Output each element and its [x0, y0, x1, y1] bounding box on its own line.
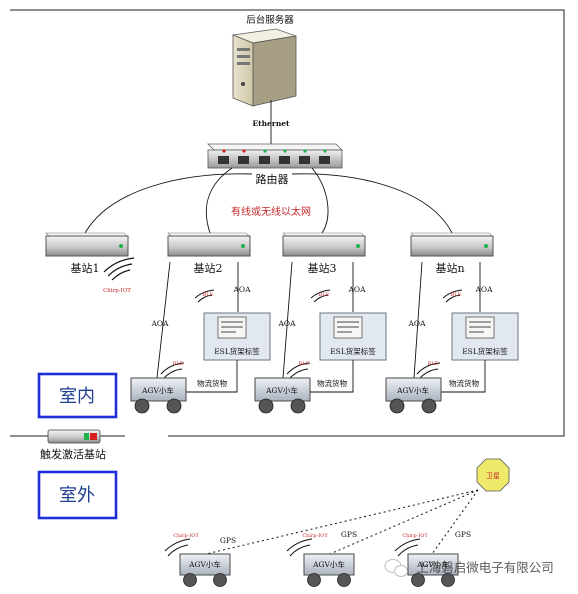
- satellite-label: 卫星: [486, 472, 500, 480]
- ethernet-label: Ethernet: [252, 119, 290, 128]
- aoa-label-agv-1: AOA: [151, 319, 170, 328]
- agv-outdoor-1: AGV小车: [179, 553, 231, 587]
- base-station-3: [282, 232, 366, 257]
- agv-indoor-3: AGV小车: [385, 377, 442, 414]
- chirp-label-outdoor-1: Chirp-IOT: [173, 533, 199, 539]
- esl-label-3: ESL货架标签: [462, 346, 508, 356]
- server-icon: [231, 28, 297, 107]
- chirp-label-outdoor-3: Chirp-IOT: [402, 533, 428, 539]
- router-label: 路由器: [256, 172, 289, 186]
- ble-label-esl-1: BLE: [203, 292, 214, 298]
- agv-outdoor-3: AGV小车: [407, 553, 459, 587]
- ble-label-esl-3: BLE: [451, 292, 462, 298]
- gps-label-3: GPS: [455, 530, 471, 539]
- cargo-link-2: [310, 360, 354, 393]
- server-label: 后台服务器: [246, 14, 294, 26]
- cargo-link-3: [441, 360, 486, 393]
- agv-indoor-1: AGV小车: [130, 377, 187, 414]
- ble-label-agv-1: BLE: [173, 361, 184, 367]
- gps-label-2: GPS: [341, 530, 357, 539]
- agv-label-indoor-1: AGV小车: [141, 385, 174, 395]
- aoa-label-esl-3: AOA: [475, 285, 494, 294]
- link-station-3: [311, 167, 329, 234]
- router-icon: [207, 143, 343, 169]
- chirp-label-outdoor-2: Chirp-IOT: [302, 533, 328, 539]
- ble-label-agv-2: BLE: [299, 361, 310, 367]
- zone-outdoor-label: 室外: [59, 485, 95, 506]
- agv-indoor-2: AGV小车: [254, 377, 311, 414]
- aoa-link-agv-2: [282, 261, 293, 379]
- aoa-label-esl-2: AOA: [348, 285, 367, 294]
- network-label: 有线或无线以太网: [231, 205, 311, 218]
- aoa-label-esl-1: AOA: [233, 285, 252, 294]
- ble-label-agv-3: BLE: [428, 361, 439, 367]
- aoa-label-agv-3: AOA: [408, 319, 427, 328]
- station-label-2: 基站2: [194, 261, 223, 275]
- ble-waves-agv-icon: [160, 362, 441, 379]
- satellite-icon: [476, 458, 510, 492]
- wireless-waves-icon: [103, 257, 135, 281]
- ble-waves-esl-icon: [194, 289, 463, 303]
- cargo-label-2: 物流货物: [317, 378, 347, 388]
- outdoor-waves-icon: [164, 538, 421, 557]
- gps-link-1: [205, 489, 479, 555]
- base-station-1: [45, 232, 129, 257]
- station-label-3: 基站3: [308, 261, 337, 275]
- esl-panel-1: ESL货架标签: [203, 312, 271, 361]
- base-station-n: [410, 232, 494, 257]
- agv-label-outdoor-2: AGV小车: [312, 559, 345, 569]
- zone-indoor: [37, 372, 118, 419]
- station-label-1: 基站1: [71, 261, 100, 275]
- chirp-label: Chirp-IOT: [103, 288, 131, 294]
- base-station-2: [167, 232, 251, 257]
- cargo-label-1: 物流货物: [197, 378, 227, 388]
- esl-label-1: ESL货架标签: [214, 346, 260, 356]
- cargo-link-1: [186, 360, 238, 393]
- wechat-icon: [384, 559, 408, 577]
- esl-panel-2: ESL货架标签: [319, 312, 387, 361]
- trigger-station-label: 触发激活基站: [40, 447, 106, 461]
- ble-label-esl-2: BLE: [319, 292, 330, 298]
- link-station-1: [84, 173, 253, 234]
- esl-label-2: ESL货架标签: [330, 346, 376, 356]
- aoa-link-agv-3: [413, 261, 423, 379]
- agv-label-indoor-3: AGV小车: [396, 385, 429, 395]
- agv-outdoor-2: AGV小车: [303, 553, 355, 587]
- station-label-n: 基站n: [435, 261, 464, 275]
- gps-link-2: [329, 489, 479, 555]
- agv-label-outdoor-1: AGV小车: [188, 559, 221, 569]
- link-station-n: [291, 173, 453, 234]
- cargo-label-3: 物流货物: [449, 378, 479, 388]
- aoa-link-agv-1: [156, 261, 171, 379]
- gps-label-1: GPS: [220, 536, 236, 545]
- link-station-2: [205, 167, 233, 234]
- watermark-text: 上海磐启微电子有限公司: [416, 560, 554, 575]
- agv-label-outdoor-3: AGV小车: [416, 559, 449, 569]
- zone-indoor-label: 室内: [59, 386, 95, 407]
- zone-outdoor: [37, 470, 118, 520]
- trigger-station-icon: [47, 429, 101, 444]
- aoa-label-agv-2: AOA: [278, 319, 297, 328]
- esl-panel-3: ESL货架标签: [451, 312, 519, 361]
- gps-link-3: [431, 489, 479, 555]
- agv-label-indoor-2: AGV小车: [265, 385, 298, 395]
